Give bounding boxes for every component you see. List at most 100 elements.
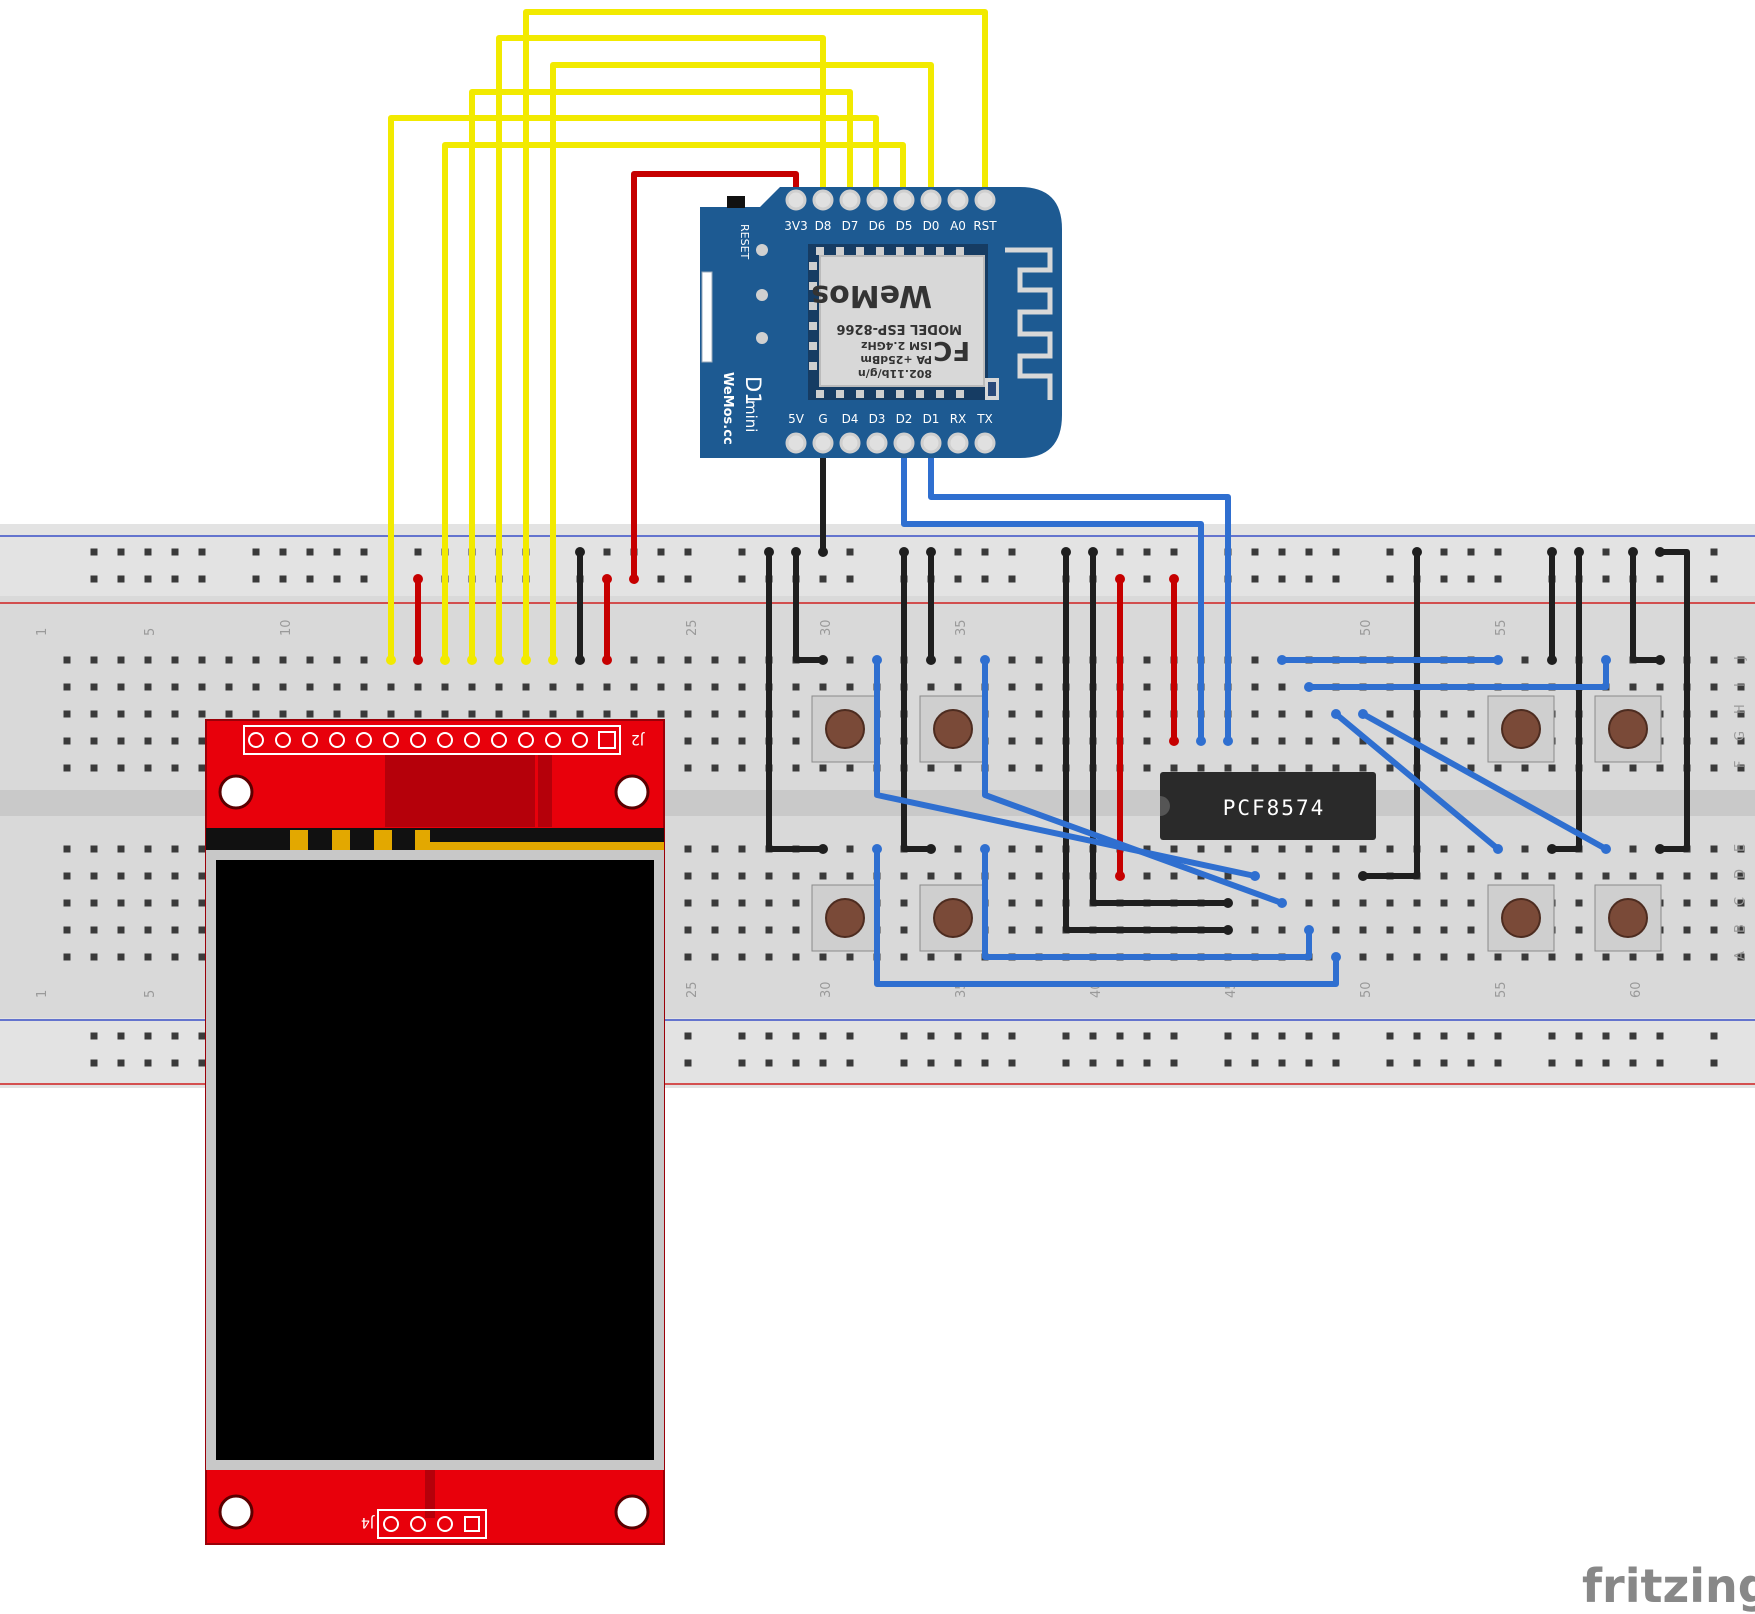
breadboard-hole xyxy=(1629,683,1637,691)
breadboard-hole xyxy=(1224,764,1232,772)
tft-pin xyxy=(248,732,264,748)
breadboard-hole xyxy=(1143,845,1151,853)
rail-hole xyxy=(684,575,692,583)
breadboard-hole xyxy=(63,899,71,907)
breadboard-hole xyxy=(1305,764,1313,772)
breadboard-hole xyxy=(198,710,206,718)
wire-end xyxy=(1196,736,1206,746)
esp-pad xyxy=(936,390,944,398)
breadboard-hole xyxy=(1170,845,1178,853)
breadboard-hole xyxy=(630,683,638,691)
breadboard-hole xyxy=(1467,872,1475,880)
esp-pad xyxy=(916,247,924,255)
breadboard-hole xyxy=(144,656,152,664)
breadboard-hole xyxy=(684,872,692,880)
d1-pin-label-top: RST xyxy=(973,219,997,233)
breadboard-hole xyxy=(1656,764,1664,772)
tft-pin xyxy=(302,732,318,748)
breadboard-hole xyxy=(1143,656,1151,664)
breadboard-hole xyxy=(1359,953,1367,961)
rail-hole xyxy=(1467,1059,1475,1067)
wire-end xyxy=(1277,655,1287,665)
yellow-wire xyxy=(550,62,934,663)
breadboard-hole xyxy=(711,845,719,853)
rail-hole xyxy=(1656,575,1664,583)
rail-hole xyxy=(333,548,341,556)
breadboard-hole xyxy=(171,845,179,853)
breadboard-hole xyxy=(306,710,314,718)
breadboard-hole xyxy=(198,953,206,961)
rail-hole xyxy=(792,1059,800,1067)
breadboard-hole xyxy=(603,710,611,718)
rail-hole xyxy=(1710,575,1718,583)
breadboard-hole xyxy=(900,899,908,907)
breadboard-hole xyxy=(1278,710,1286,718)
breadboard-hole xyxy=(711,899,719,907)
d1-pin-bottom xyxy=(785,432,807,454)
breadboard-hole xyxy=(1521,656,1529,664)
row-letter-C: C xyxy=(1733,897,1748,906)
wire-end xyxy=(1277,898,1287,908)
breadboard-hole xyxy=(1737,872,1745,880)
rail-hole xyxy=(954,1032,962,1040)
rail-hole xyxy=(1305,1032,1313,1040)
breadboard-hole xyxy=(1035,764,1043,772)
breadboard-hole xyxy=(1467,953,1475,961)
d1-pin-top xyxy=(920,189,942,211)
breadboard-hole xyxy=(846,764,854,772)
wire-end xyxy=(575,547,585,557)
breadboard-hole xyxy=(1278,764,1286,772)
breadboard-hole xyxy=(1035,899,1043,907)
breadboard-hole xyxy=(711,683,719,691)
esp-pad xyxy=(936,247,944,255)
wire-end xyxy=(1547,547,1557,557)
rail-hole xyxy=(1089,1059,1097,1067)
tft-j4-pin xyxy=(410,1516,426,1532)
module-logo: WeMos xyxy=(811,278,932,313)
breadboard-hole xyxy=(954,845,962,853)
rail-hole xyxy=(1170,1059,1178,1067)
rail-hole xyxy=(981,1032,989,1040)
breadboard-hole xyxy=(468,710,476,718)
esp-pad xyxy=(816,390,824,398)
wire-end xyxy=(1601,655,1611,665)
col-num-top-5: 5 xyxy=(143,628,158,636)
rail-hole xyxy=(819,1059,827,1067)
breadboard-hole xyxy=(954,683,962,691)
rail-hole xyxy=(1710,1032,1718,1040)
breadboard-hole xyxy=(198,872,206,880)
wire-end xyxy=(926,844,936,854)
rail-hole xyxy=(1224,1059,1232,1067)
breadboard-hole xyxy=(252,710,260,718)
breadboard-hole xyxy=(1710,872,1718,880)
breadboard-hole xyxy=(117,899,125,907)
breadboard-hole xyxy=(792,872,800,880)
wire-end xyxy=(1547,655,1557,665)
wire-end xyxy=(1169,574,1179,584)
breadboard-hole xyxy=(117,926,125,934)
push-button xyxy=(1594,884,1662,952)
wire-end xyxy=(1358,871,1368,881)
tft-header-j2 xyxy=(243,725,621,755)
yellow-wire xyxy=(442,142,906,663)
wire-end xyxy=(575,655,585,665)
d1-pin-bottom xyxy=(974,432,996,454)
breadboard-hole xyxy=(765,953,773,961)
rail-hole xyxy=(1305,1059,1313,1067)
tft-j4-pin xyxy=(437,1516,453,1532)
breadboard-hole xyxy=(684,764,692,772)
rail-hole xyxy=(1494,575,1502,583)
col-num-bottom-25: 25 xyxy=(685,981,700,998)
wire-end xyxy=(548,655,558,665)
breadboard-hole xyxy=(1008,926,1016,934)
breadboard-hole xyxy=(1251,899,1259,907)
rail-hole xyxy=(1278,575,1286,583)
rail-hole xyxy=(1170,548,1178,556)
rail-hole xyxy=(144,1059,152,1067)
breadboard-hole xyxy=(1008,872,1016,880)
breadboard-hole xyxy=(1251,926,1259,934)
wire-end xyxy=(1655,547,1665,557)
board-name: D1 xyxy=(741,376,765,406)
breadboard-hole xyxy=(1332,899,1340,907)
